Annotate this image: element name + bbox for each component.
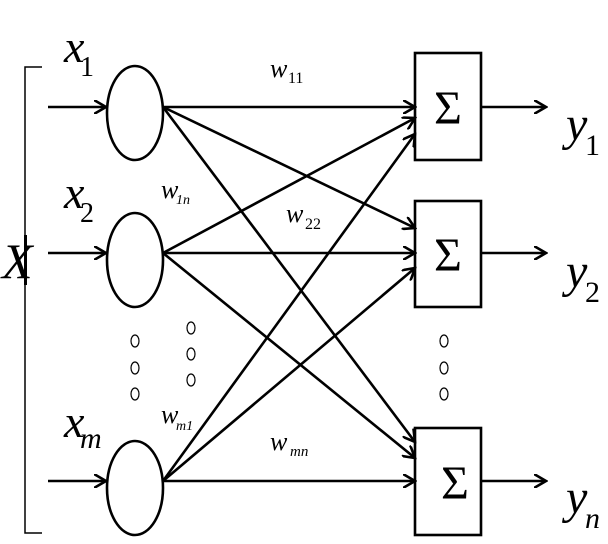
svg-text:y: y [561,471,588,524]
summation-node-1: Σ [413,51,483,162]
input-label-1: x 1 [63,21,94,83]
svg-text:2: 2 [80,198,94,229]
output-label-n: y n [561,471,600,535]
weight-label-wm1: w m1 [161,400,193,434]
output-label-2: y 2 [561,245,600,309]
svg-text:1: 1 [585,129,600,162]
svg-text:Σ: Σ [434,229,462,282]
input-label-2: x 2 [63,167,94,229]
output-label-1: y 1 [561,98,600,162]
input-vector-label: X [0,233,35,289]
svg-text:y: y [561,245,588,298]
svg-text:mn: mn [290,444,308,460]
svg-text:x: x [63,167,85,218]
svg-text:m1: m1 [176,419,193,434]
svg-text:w: w [270,427,288,456]
svg-text:w: w [161,400,179,429]
svg-text:22: 22 [305,216,321,233]
svg-text:w: w [161,175,179,204]
weight-label-w11: w 11 [270,54,303,87]
input-label-m: x m [63,396,102,455]
svg-text:1: 1 [80,52,94,83]
weight-label-wmn: w mn [270,427,308,460]
input-vector-bracket [24,66,42,534]
ellipsis-weights [186,321,196,387]
input-node-2 [105,211,165,309]
ellipsis-outputs [439,334,449,401]
input-node-m [105,439,165,537]
svg-text:w: w [286,199,304,228]
svg-text:m: m [80,422,102,455]
summation-node-n: Σ [413,426,483,537]
svg-text:Σ: Σ [434,82,462,135]
svg-text:2: 2 [585,276,600,309]
svg-text:1n: 1n [176,193,190,208]
svg-text:y: y [561,98,588,151]
svg-text:11: 11 [288,70,303,87]
connections [161,107,415,481]
weight-label-w1n: w 1n [161,175,190,208]
input-node-1 [105,64,165,162]
summation-node-2: Σ [413,199,483,309]
weight-label-w22: w 22 [286,199,321,233]
svg-text:x: x [63,21,85,72]
svg-text:Σ: Σ [441,457,469,510]
svg-text:x: x [63,396,85,447]
ellipsis-inputs [130,334,140,401]
svg-text:n: n [585,502,600,535]
svg-text:w: w [270,54,288,83]
